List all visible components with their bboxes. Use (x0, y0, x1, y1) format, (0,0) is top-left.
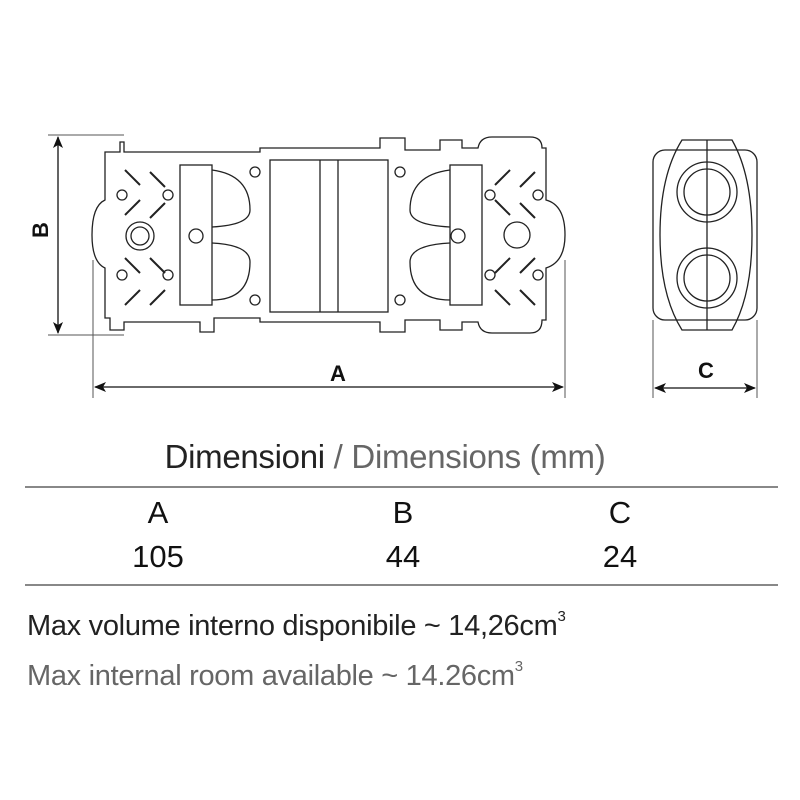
dimension-label-b: B (28, 222, 53, 238)
volume-italian-exponent: 3 (557, 608, 566, 625)
divider-bottom (25, 584, 778, 586)
volume-italian: Max volume interno disponibile ~ 14,26cm… (27, 608, 566, 643)
value-c: 24 (602, 539, 638, 574)
value-a: 105 (132, 539, 184, 574)
dimensions-title: Dimensioni / Dimensions (mm) (0, 438, 770, 476)
title-english: Dimensions (mm) (351, 438, 606, 475)
divider-top (25, 486, 778, 488)
title-separator: / (324, 438, 352, 475)
volume-english-text: Max internal room available ~ 14.26cm (27, 660, 515, 692)
header-c: C (608, 495, 632, 530)
header-a: A (147, 495, 169, 530)
front-view (91, 136, 566, 334)
header-b: B (392, 495, 414, 530)
side-view (652, 139, 758, 331)
title-italian: Dimensioni (164, 438, 326, 475)
volume-english-exponent: 3 (514, 658, 523, 675)
volume-english: Max internal room available ~ 14.26cm3 (27, 658, 523, 693)
volume-italian-text: Max volume interno disponibile ~ 14,26cm (27, 610, 558, 642)
value-b: 44 (385, 539, 421, 574)
technical-drawing: A B C (28, 134, 758, 398)
dimension-label-c: C (698, 358, 714, 383)
dimension-lines (48, 134, 758, 398)
dimension-label-a: A (330, 361, 346, 386)
